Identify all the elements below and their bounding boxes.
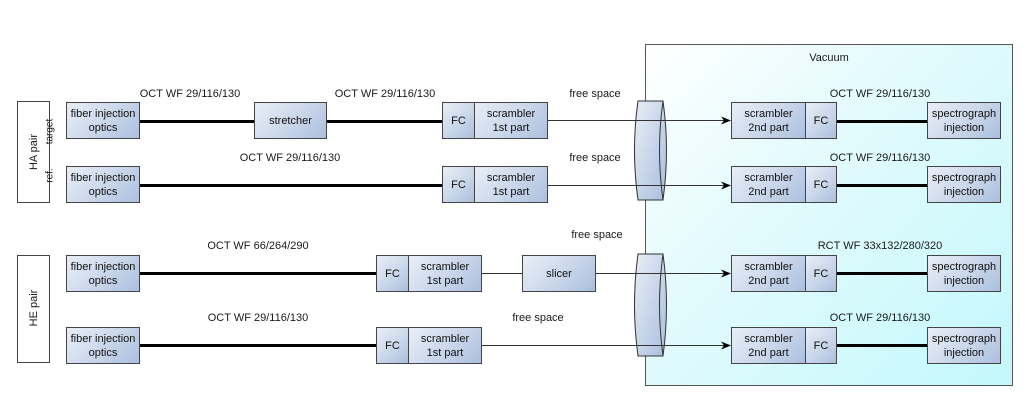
fiber-line xyxy=(140,120,254,123)
fiber-line xyxy=(837,184,927,187)
fiber-line xyxy=(837,272,927,275)
beam-line xyxy=(482,273,522,274)
fiber-label: OCT WF 29/116/130 xyxy=(829,88,931,100)
vacuum-label: Vacuum xyxy=(809,52,849,64)
fc-box: FC xyxy=(805,327,837,364)
fiber-label: OCT WF 29/116/130 xyxy=(334,88,436,100)
lens-ha xyxy=(634,100,667,201)
fiber-label: OCT WF 29/116/130 xyxy=(139,88,241,100)
fc-box: FC xyxy=(805,102,837,139)
fc-box: FC xyxy=(805,255,837,292)
fiber-label: OCT WF 29/116/130 xyxy=(829,152,931,164)
ha-pair-group: HA pair target ref. xyxy=(17,101,56,203)
free-space-label: free space xyxy=(569,152,621,164)
fc-box: FC xyxy=(442,102,475,139)
slicer-box: slicer xyxy=(522,255,596,292)
free-space-label: free space xyxy=(569,88,621,100)
lens-edge xyxy=(659,100,664,201)
fiber-line xyxy=(837,120,927,123)
stretcher-box: stretcher xyxy=(254,102,327,139)
fc-box: FC xyxy=(442,166,475,203)
free-space-label: free space xyxy=(571,229,623,241)
he-pair-group: HE pair xyxy=(17,255,50,363)
fiber-label: RCT WF 33x132/280/320 xyxy=(817,240,943,252)
fc-box: FC xyxy=(376,255,409,292)
free-space-label: free space xyxy=(512,312,564,324)
fiber-label: OCT WF 29/116/130 xyxy=(829,312,931,324)
fiber-line xyxy=(837,344,927,347)
fiber-label: OCT WF 66/264/290 xyxy=(207,240,309,252)
fc-box: FC xyxy=(805,166,837,203)
fiber-label: OCT WF 29/116/130 xyxy=(239,152,341,164)
fiber-line xyxy=(140,184,442,187)
fiber-line xyxy=(327,120,442,123)
fiber-label: OCT WF 29/116/130 xyxy=(207,312,309,324)
fiber-line xyxy=(140,344,376,347)
lens-he xyxy=(634,253,667,357)
fiber-line xyxy=(140,272,376,275)
